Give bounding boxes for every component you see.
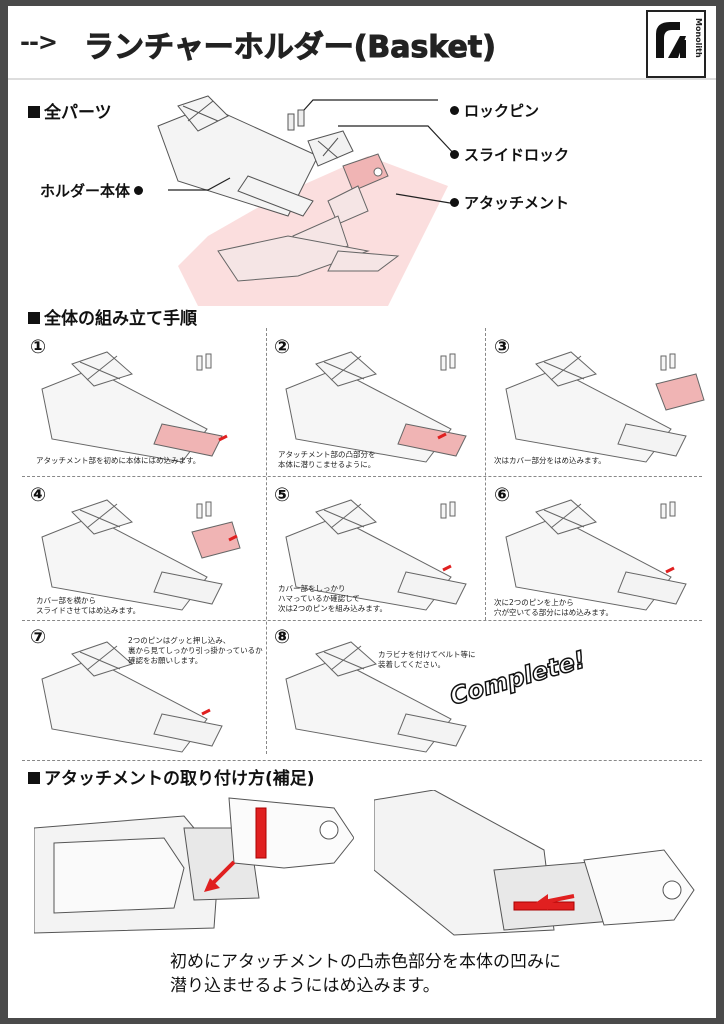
parts-heading: 全パーツ bbox=[28, 98, 112, 123]
step-number: ⑦ bbox=[30, 626, 47, 648]
brand-logo: Monolith bbox=[646, 10, 706, 78]
supplement-line-1: 初めにアタッチメントの凸赤色部分を本体の凹みに bbox=[170, 952, 561, 972]
step-number: ② bbox=[274, 336, 291, 358]
supplement-caption: 初めにアタッチメントの凸赤色部分を本体の凹みに 潜り込ませるようにはめ込みます。 bbox=[170, 950, 561, 998]
step-caption: 次に2つのピンを上から 穴が空いてる部分にはめ込みます。 bbox=[494, 598, 614, 617]
instruction-sheet: --> ランチャーホルダー(Basket) Monolith 全パーツ bbox=[8, 6, 716, 1018]
grid-divider-2 bbox=[22, 620, 702, 621]
step-illustration bbox=[41, 641, 223, 753]
step-number: ⑧ bbox=[274, 626, 291, 648]
step-number: ③ bbox=[494, 336, 511, 358]
label-attachment: アタッチメント bbox=[450, 192, 569, 213]
header: --> ランチャーホルダー(Basket) Monolith bbox=[8, 6, 716, 78]
grid-divider-1 bbox=[22, 476, 702, 477]
step-illustration bbox=[285, 351, 467, 463]
header-arrow: --> bbox=[20, 28, 58, 56]
label-slide-lock: スライドロック bbox=[450, 144, 569, 165]
supplement-line-2: 潜り込ませるようにはめ込みます。 bbox=[170, 976, 440, 996]
parts-illustration bbox=[157, 95, 457, 306]
header-divider bbox=[8, 78, 716, 80]
step-illustration bbox=[285, 499, 467, 611]
step-caption: 次はカバー部分をはめ込みます。 bbox=[494, 456, 606, 465]
step-illustration bbox=[505, 351, 705, 463]
supplement-heading: アタッチメントの取り付け方(補足) bbox=[28, 764, 315, 789]
step-number: ⑤ bbox=[274, 484, 291, 506]
step-number: ⑥ bbox=[494, 484, 511, 506]
step-caption: カラビナを付けてベルト等に 装着してください。 bbox=[378, 650, 476, 669]
step-caption: アタッチメント部を初めに本体にはめ込みます。 bbox=[36, 456, 201, 465]
page-title: ランチャーホルダー(Basket) bbox=[84, 30, 497, 66]
step-caption: 2つのピンはグッと押し込み、 裏から見てしっかり引っ掛かっているか 確認をお願い… bbox=[128, 636, 263, 665]
assembly-heading: 全体の組み立て手順 bbox=[28, 304, 197, 329]
supplement-illustration-left bbox=[34, 797, 354, 934]
grid-divider-3 bbox=[22, 760, 702, 761]
label-lock-pin: ロックピン bbox=[450, 100, 539, 121]
step-caption: カバー部を横から スライドさせてはめ込みます。 bbox=[36, 596, 141, 615]
step-number: ④ bbox=[30, 484, 47, 506]
grid-divider-v1 bbox=[266, 328, 267, 754]
supplement-illustration-right bbox=[374, 790, 695, 936]
step-caption: アタッチメント部の凸部分を 本体に潜りこませるように。 bbox=[278, 450, 376, 469]
grid-divider-v2 bbox=[485, 328, 486, 620]
step-illustration bbox=[285, 641, 467, 753]
step-illustration bbox=[41, 351, 228, 463]
logo-mark-icon bbox=[656, 22, 686, 58]
step-number: ① bbox=[30, 336, 47, 358]
step-caption: カバー部をしっかり ハマっているか確認して 次は2つのピンを組み込みます。 bbox=[278, 584, 388, 613]
logo-text: Monolith bbox=[694, 18, 703, 58]
label-body: ホルダー本体 bbox=[40, 180, 144, 201]
step-illustration bbox=[505, 499, 687, 611]
step-illustration bbox=[41, 499, 241, 611]
